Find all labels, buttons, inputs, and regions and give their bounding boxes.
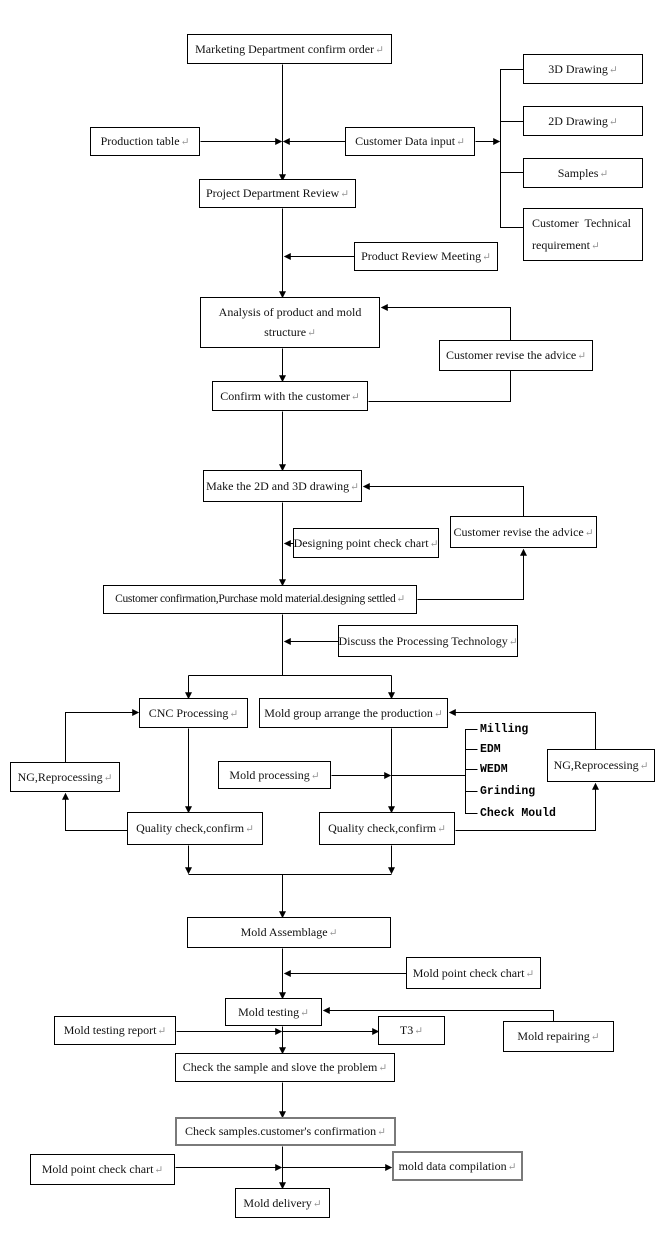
return-mark: ↵ (157, 1026, 167, 1038)
node-mold-assemblage: Mold Assemblage↵ (187, 917, 391, 948)
node-confirm-with-customer: Confirm with the customer↵ (212, 381, 368, 411)
return-mark: ↵ (429, 538, 439, 550)
node-project-department-review: Project Department Review↵ (199, 179, 356, 208)
node-customer-confirmation-settled: Customer confirmation,Purchase mold mate… (103, 585, 417, 614)
process-item-wedm: WEDM (480, 762, 508, 776)
node-quality-check-confirm-right: Quality check,confirm↵ (319, 812, 455, 845)
return-mark: ↵ (525, 968, 535, 980)
node-samples: Samples↵ (523, 158, 643, 188)
node-designing-point-check-chart: Designing point check chart↵ (293, 528, 439, 558)
process-item-edm: EDM (480, 742, 501, 756)
node-t3: T3↵ (378, 1016, 445, 1045)
node-3d-drawing: 3D Drawing↵ (523, 54, 643, 84)
return-mark: ↵ (350, 481, 359, 493)
node-cnc-processing: CNC Processing↵ (139, 698, 248, 728)
node-mold-data-compilation: mold data compilation↵ (392, 1151, 523, 1181)
return-mark: ↵ (103, 772, 113, 784)
node-check-samples-customer-confirmation: Check samples.customer's confirmation↵ (175, 1117, 396, 1146)
return-mark: ↵ (590, 241, 600, 253)
return-mark: ↵ (154, 1165, 164, 1177)
return-mark: ↵ (340, 189, 350, 201)
return-mark: ↵ (414, 1026, 424, 1038)
return-mark: ↵ (608, 64, 618, 76)
return-mark: ↵ (310, 770, 320, 782)
return-mark: ↵ (599, 168, 609, 180)
node-production-table: Production table↵ (90, 127, 200, 156)
node-customer-technical-requirement: Customer Technical requirement↵ (523, 208, 643, 261)
node-analysis-product-mold: Analysis of product and mold structure↵ (200, 297, 380, 348)
return-mark: ↵ (350, 391, 360, 403)
return-mark: ↵ (584, 527, 594, 539)
return-mark: ↵ (437, 824, 446, 836)
process-item-check-mould: Check Mould (480, 806, 556, 820)
node-mold-point-check-chart-2: Mold point check chart↵ (30, 1154, 175, 1185)
return-mark: ↵ (245, 824, 254, 836)
node-mold-testing-report: Mold testing report↵ (54, 1016, 176, 1045)
return-mark: ↵ (396, 593, 405, 605)
return-mark: ↵ (229, 708, 239, 720)
return-mark: ↵ (378, 1063, 388, 1075)
return-mark: ↵ (307, 327, 316, 339)
return-mark: ↵ (639, 761, 649, 773)
return-mark: ↵ (508, 636, 518, 648)
return-mark: ↵ (433, 708, 443, 720)
return-mark: ↵ (300, 1007, 309, 1019)
node-mold-group-arrange-production: Mold group arrange the production↵ (259, 698, 448, 728)
return-mark: ↵ (456, 137, 465, 149)
return-mark: ↵ (377, 1127, 386, 1139)
node-make-2d-3d-drawing: Make the 2D and 3D drawing↵ (203, 470, 362, 502)
process-item-milling: Milling (480, 722, 529, 736)
return-mark: ↵ (375, 44, 384, 56)
node-discuss-processing-technology: Discuss the Processing Technology↵ (338, 625, 518, 657)
return-mark: ↵ (590, 1032, 600, 1044)
node-mold-point-check-chart-1: Mold point check chart↵ (406, 957, 541, 989)
node-ng-reprocessing-right: NG,Reprocessing↵ (547, 749, 655, 782)
return-mark: ↵ (180, 137, 190, 149)
node-customer-revise-advice-2: Customer revise the advice↵ (450, 516, 597, 548)
node-mold-repairing: Mold repairing↵ (503, 1021, 614, 1052)
node-2d-drawing: 2D Drawing↵ (523, 106, 643, 136)
return-mark: ↵ (608, 116, 618, 128)
return-mark: ↵ (507, 1161, 517, 1173)
node-customer-data-input: Customer Data input↵ (345, 127, 475, 156)
node-ng-reprocessing-left: NG,Reprocessing↵ (10, 762, 120, 792)
node-mold-testing: Mold testing↵ (225, 998, 322, 1026)
return-mark: ↵ (482, 252, 491, 264)
node-mold-delivery: Mold delivery↵ (235, 1188, 330, 1218)
process-item-grinding: Grinding (480, 784, 536, 798)
node-product-review-meeting: Product Review Meeting↵ (354, 242, 498, 271)
node-marketing-confirm-order: Marketing Department confirm order↵ (187, 34, 392, 64)
return-mark: ↵ (328, 928, 338, 940)
node-customer-revise-advice-1: Customer revise the advice↵ (439, 340, 593, 371)
node-check-sample-solve-problem: Check the sample and slove the problem↵ (175, 1053, 395, 1082)
node-mold-processing: Mold processing↵ (218, 761, 331, 789)
node-quality-check-confirm-left: Quality check,confirm↵ (127, 812, 263, 845)
return-mark: ↵ (577, 351, 587, 363)
return-mark: ↵ (312, 1198, 322, 1210)
